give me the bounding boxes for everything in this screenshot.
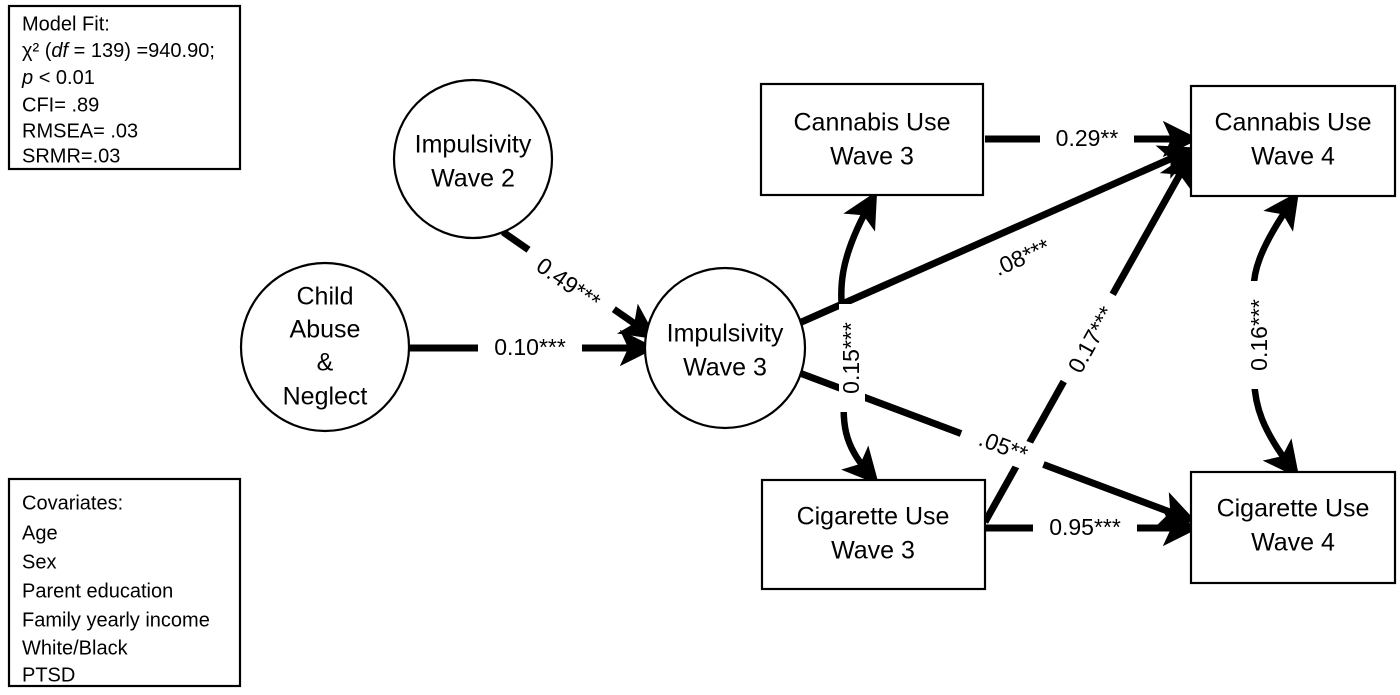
- coef-label-imp2-to-imp3: 0.49***: [517, 242, 619, 326]
- coef-label-imp3-to-cannabis4: .08***: [972, 225, 1072, 291]
- coef-text-0-10: 0.10***: [494, 334, 566, 360]
- impulsivity-w2-label-line-2: Wave 2: [431, 165, 515, 193]
- coef-halo-0-08: [972, 225, 1072, 291]
- path-line-imp3-to-cannabis4: [795, 145, 1197, 328]
- covariate-item-parent-education: Parent education: [22, 580, 173, 602]
- covariate-item-age: Age: [22, 522, 58, 544]
- impulsivity-w2-label-line-1: Impulsivity: [415, 131, 532, 159]
- impulsivity-wave-3-circle[interactable]: [643, 266, 807, 430]
- chi-square-symbol: χ²: [22, 40, 39, 62]
- model-fit-box: Model Fit: χ² (df = 139) =940.90; p < 0.…: [7, 4, 242, 171]
- coef-halo-0-16: [1247, 281, 1273, 389]
- df-value: = 139) =940.90;: [74, 40, 215, 62]
- node-cannabis-use-wave-4[interactable]: Cannabis Use Wave 4: [1189, 84, 1397, 198]
- coef-text-0-95: 0.95***: [1049, 514, 1121, 540]
- impulsivity-w3-label-line-1: Impulsivity: [667, 320, 784, 348]
- covariates-box: Covariates: Age Sex Parent education Fam…: [7, 477, 242, 688]
- impulsivity-w3-label-line-2: Wave 3: [683, 354, 767, 382]
- covariates-title: Covariates:: [22, 492, 123, 514]
- coef-text-0-15: 0.15***: [838, 322, 864, 394]
- node-cigarette-use-wave-3[interactable]: Cigarette Use Wave 3: [760, 478, 987, 591]
- df-symbol: df: [51, 40, 70, 62]
- coef-halo-0-15: [839, 304, 865, 412]
- coef-halo-0-29: [1040, 126, 1134, 152]
- coef-label-cigarette3-to-cigarette4: 0.95***: [1033, 514, 1137, 541]
- p-value: < 0.01: [39, 67, 95, 89]
- coef-label-cannabis3-cigarette3-correlation: 0.15***: [838, 304, 865, 412]
- node-cigarette-use-wave-4[interactable]: Cigarette Use Wave 4: [1189, 470, 1397, 585]
- cigarette-w4-label-line-2: Wave 4: [1251, 529, 1335, 557]
- coef-halo-0-10: [478, 335, 582, 361]
- coef-text-0-08: .08***: [989, 233, 1053, 281]
- coef-text-0-29: 0.29**: [1056, 125, 1119, 151]
- coef-halo-0-17: [1056, 289, 1128, 391]
- coef-label-cigarette3-to-cannabis4: 0.17***: [1056, 289, 1128, 391]
- coef-halo-0-05: [956, 418, 1050, 476]
- coef-halo-0-95: [1033, 515, 1137, 541]
- child-abuse-neglect-circle[interactable]: [239, 261, 411, 433]
- model-fit-box-border: [7, 4, 242, 171]
- model-fit-cfi: CFI= .89: [22, 94, 99, 116]
- cannabis-w3-label-line-1: Cannabis Use: [793, 109, 950, 137]
- node-impulsivity-wave-3[interactable]: Impulsivity Wave 3: [643, 266, 807, 430]
- model-fit-chi-square-line: χ² (df = 139) =940.90;: [22, 40, 215, 62]
- covariate-item-ptsd: PTSD: [22, 664, 75, 686]
- model-fit-srmr: SRMR=.03: [22, 145, 120, 167]
- curve-upper-cannabis4: [1250, 191, 1299, 296]
- covariates-box-border: [7, 477, 242, 688]
- p-symbol: p: [21, 67, 33, 89]
- node-cannabis-use-wave-3[interactable]: Cannabis Use Wave 3: [759, 82, 985, 197]
- cannabis-w4-label-line-2: Wave 4: [1251, 143, 1335, 171]
- cannabis-w4-label-line-1: Cannabis Use: [1214, 109, 1371, 137]
- child-abuse-label-line-1: Child: [297, 283, 354, 311]
- covariate-item-sex: Sex: [22, 551, 56, 573]
- covariate-item-family-income: Family yearly income: [22, 609, 210, 631]
- cigarette-use-wave-4-rect[interactable]: [1189, 470, 1397, 585]
- coef-text-0-17: 0.17***: [1062, 302, 1119, 377]
- coef-label-cannabis3-to-cannabis4: 0.29**: [1040, 125, 1134, 152]
- node-impulsivity-wave-2[interactable]: Impulsivity Wave 2: [392, 78, 554, 240]
- cigarette-w3-label-line-2: Wave 3: [831, 537, 915, 565]
- cannabis-use-wave-4-rect[interactable]: [1189, 84, 1397, 198]
- impulsivity-wave-2-circle[interactable]: [392, 78, 554, 240]
- cigarette-w3-label-line-1: Cigarette Use: [797, 503, 950, 531]
- coef-label-abuse-to-imp3: 0.10***: [478, 334, 582, 361]
- model-fit-p-line: p < 0.01: [21, 67, 95, 89]
- covariate-item-white-black: White/Black: [22, 637, 129, 659]
- child-abuse-label-line-3: &: [317, 349, 334, 377]
- node-child-abuse-neglect[interactable]: Child Abuse & Neglect: [239, 261, 411, 433]
- coef-halo-0-49: [517, 242, 619, 326]
- model-fit-rmsea: RMSEA= .03: [22, 120, 138, 142]
- child-abuse-label-line-2: Abuse: [290, 316, 361, 344]
- coef-text-0-16: 0.16***: [1246, 299, 1272, 371]
- coef-label-cannabis4-cigarette4-correlation: 0.16***: [1246, 281, 1273, 389]
- curve-lower-cigarette4: [1250, 374, 1300, 479]
- cannabis-use-wave-3-rect[interactable]: [759, 82, 985, 197]
- cigarette-use-wave-3-rect[interactable]: [760, 478, 987, 591]
- cannabis-w3-label-line-2: Wave 3: [830, 143, 914, 171]
- cigarette-w4-label-line-1: Cigarette Use: [1217, 495, 1370, 523]
- model-fit-title: Model Fit:: [22, 13, 110, 35]
- child-abuse-label-line-4: Neglect: [283, 383, 368, 411]
- path-imp3-to-cannabis4: [795, 145, 1197, 328]
